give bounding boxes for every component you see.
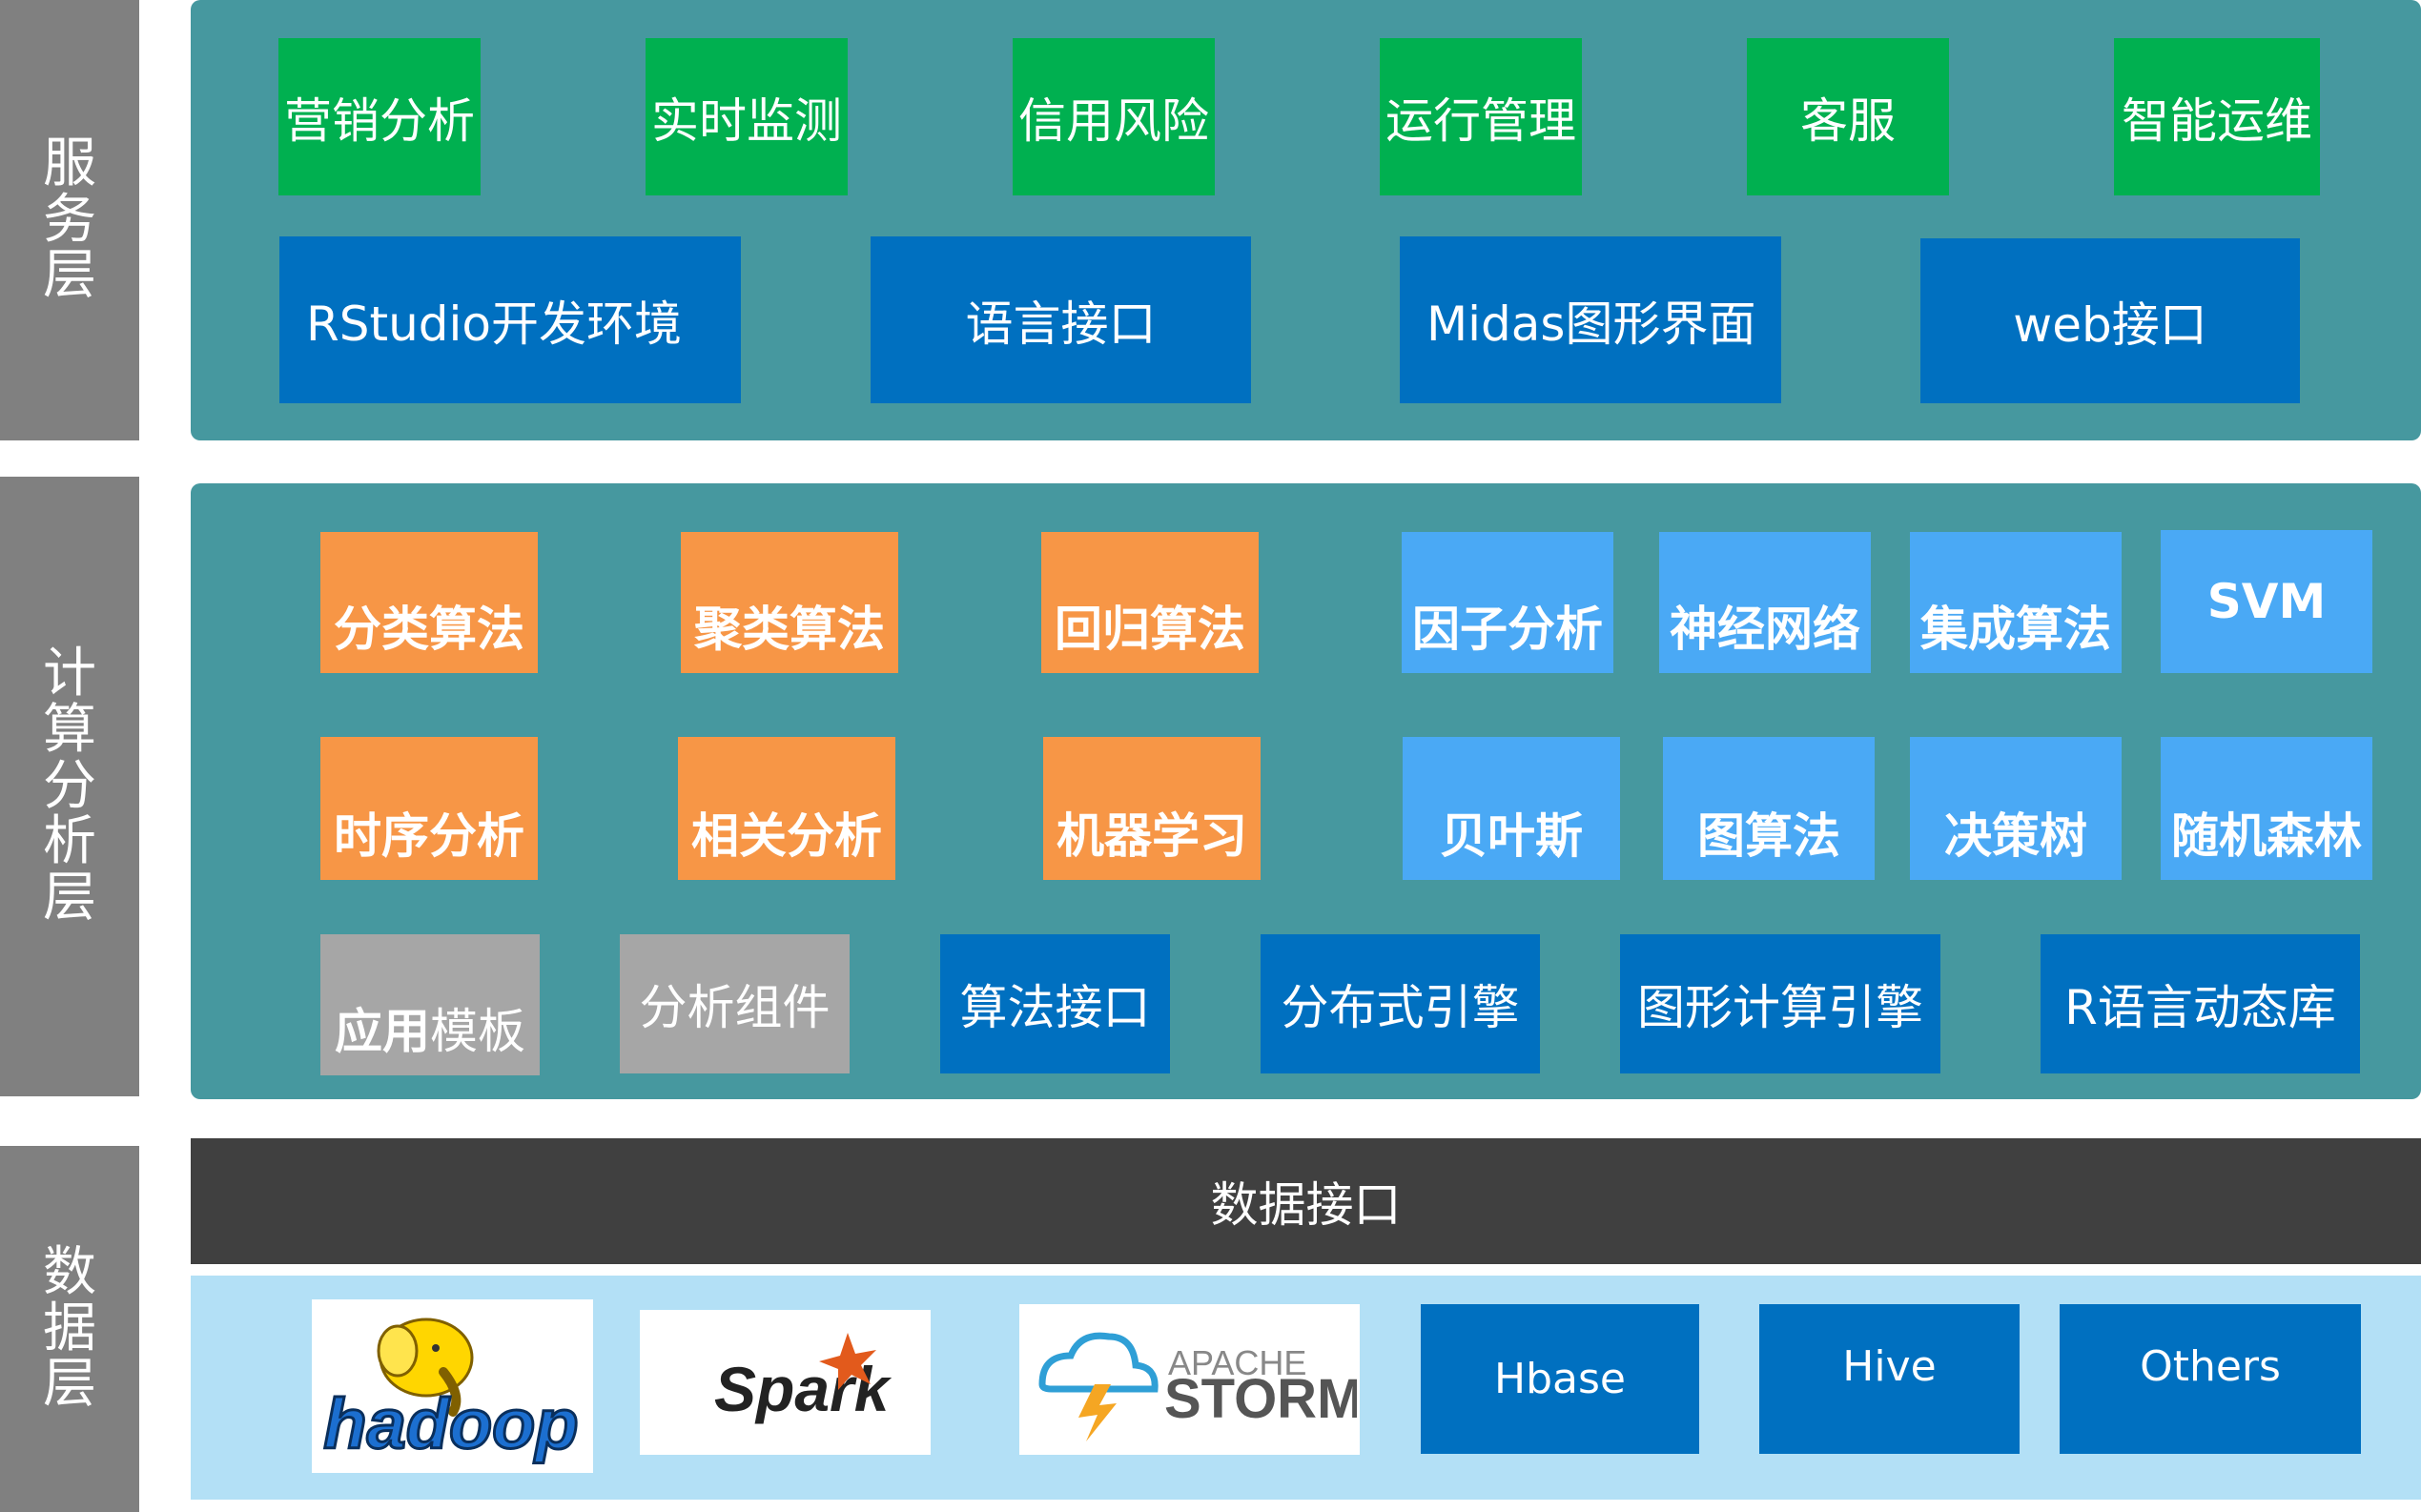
- layer-char: 层: [43, 244, 96, 307]
- layer-label-compute: 计 算 分 析 层: [0, 477, 139, 1096]
- app-template-rest: 模板: [430, 1004, 525, 1059]
- store-others: Others: [2060, 1304, 2361, 1454]
- ml-ensemble: 集成算法: [1910, 532, 2122, 673]
- algo-classification: 分类算法: [320, 532, 538, 673]
- algo-time-series: 时序分析: [320, 737, 538, 880]
- layer-char: 计: [43, 643, 96, 705]
- hadoop-wordmark: hadoop: [323, 1384, 578, 1463]
- storm-cloud-icon: [1037, 1332, 1159, 1441]
- layer-char: 服: [43, 132, 96, 194]
- iface-midas-gui: Midas图形界面: [1400, 236, 1781, 403]
- app-marketing-analysis: 营销分析: [278, 38, 481, 195]
- ml-bayes: 贝叶斯: [1403, 737, 1620, 880]
- layer-char: 数: [43, 1240, 96, 1303]
- iface-web: web接口: [1920, 238, 2300, 403]
- engine-graph-compute: 图形计算引擎: [1620, 934, 1940, 1073]
- layer-char: 算: [43, 698, 96, 761]
- data-interface-bar: 数据接口: [191, 1138, 2421, 1264]
- iface-rstudio: RStudio开发环境: [279, 236, 741, 403]
- storm-wordmark: STORM: [1164, 1368, 1357, 1430]
- app-credit-risk: 信用风险: [1013, 38, 1215, 195]
- app-realtime-monitoring: 实时监测: [646, 38, 848, 195]
- storm-logo-graphic: APACHE STORM: [1037, 1332, 1357, 1441]
- ml-random-forest: 随机森林: [2161, 737, 2372, 880]
- spark-logo: Spark: [640, 1310, 931, 1455]
- layer-char: 层: [43, 867, 96, 930]
- algo-correlation: 相关分析: [678, 737, 895, 880]
- layer-char: 层: [43, 1353, 96, 1416]
- app-intelligent-ops: 智能运维: [2114, 38, 2320, 195]
- app-template: 应用模板: [320, 934, 540, 1075]
- layer-char: 务: [43, 188, 96, 251]
- layer-char: 分: [43, 754, 96, 817]
- algo-machine-learning: 机器学习: [1043, 737, 1261, 880]
- layer-label-data: 数 据 层: [0, 1146, 139, 1512]
- app-operations-management: 运行管理: [1380, 38, 1582, 195]
- spark-logo-graphic: Spark: [714, 1333, 892, 1424]
- app-customer-service: 客服: [1747, 38, 1949, 195]
- engine-distributed: 分布式引擎: [1261, 934, 1540, 1073]
- layer-label-service: 服 务 层: [0, 0, 139, 440]
- engine-r-dynamic-lib: R语言动态库: [2041, 934, 2360, 1073]
- spark-wordmark: Spark: [714, 1354, 892, 1424]
- hadoop-logo: hadoop: [312, 1299, 593, 1473]
- storm-apache-text: APACHE: [1168, 1343, 1306, 1382]
- spark-star-icon: [818, 1333, 876, 1390]
- ml-decision-tree: 决策树: [1910, 737, 2122, 880]
- algo-regression: 回归算法: [1041, 532, 1259, 673]
- ml-svm: SVM: [2161, 530, 2372, 673]
- ml-graph-algorithm: 图算法: [1663, 737, 1875, 880]
- algo-clustering: 聚类算法: [681, 532, 898, 673]
- ml-factor-analysis: 因子分析: [1402, 532, 1613, 673]
- iface-language: 语言接口: [871, 236, 1251, 403]
- app-template-bold: 应用: [335, 1004, 430, 1059]
- storm-logo: APACHE STORM: [1019, 1304, 1360, 1455]
- analysis-component: 分析组件: [620, 934, 850, 1073]
- store-hbase: Hbase: [1421, 1304, 1699, 1454]
- ml-neural-network: 神经网络: [1659, 532, 1871, 673]
- layer-char: 析: [43, 810, 96, 873]
- hadoop-elephant-icon: hadoop: [321, 1318, 580, 1465]
- store-hive: Hive: [1759, 1304, 2020, 1454]
- layer-char: 据: [43, 1297, 96, 1359]
- engine-algorithm-interface: 算法接口: [940, 934, 1170, 1073]
